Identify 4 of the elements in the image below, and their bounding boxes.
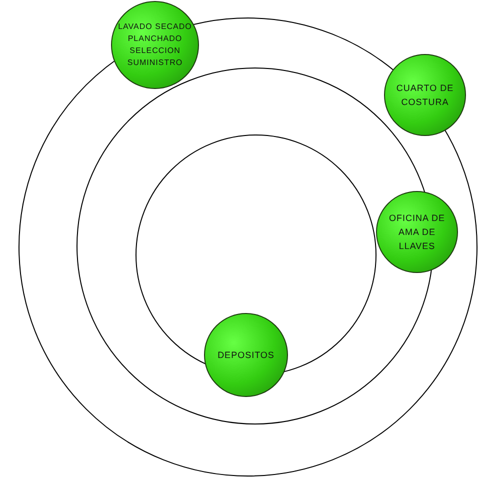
node-label: LAVADO SECADO PLANCHADO SELECCION SUMINISTRO [117, 21, 193, 69]
node-label: OFICINA DE AMA DE LLAVES [388, 212, 446, 253]
node-label: CUARTO DE COSTURA [395, 82, 455, 109]
node-label: DEPOSITOS [216, 349, 276, 362]
